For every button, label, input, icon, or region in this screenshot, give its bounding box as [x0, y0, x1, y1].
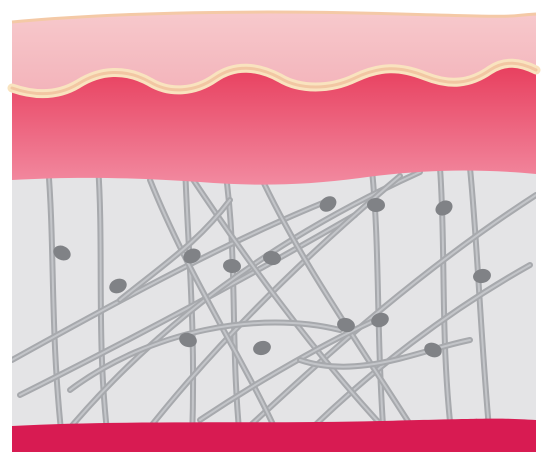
base-layer: [12, 419, 536, 452]
